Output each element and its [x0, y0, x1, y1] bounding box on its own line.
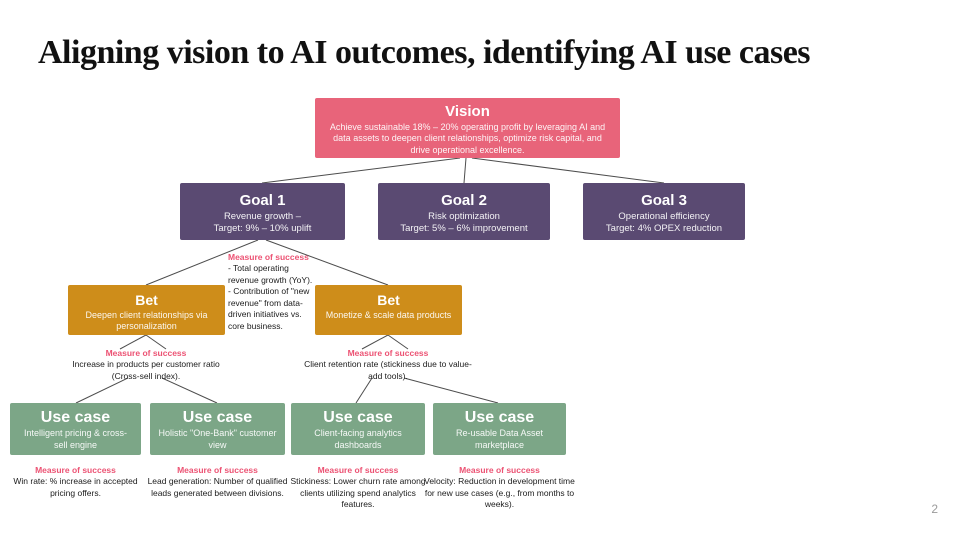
bet-1-title: Bet: [135, 292, 158, 308]
goal-3-title: Goal 3: [641, 192, 687, 209]
use-case-2-measure-of-success: Measure of success Lead generation: Numb…: [142, 465, 293, 499]
vision-box: Vision Achieve sustainable 18% – 20% ope…: [315, 98, 620, 158]
connector-line: [161, 377, 218, 404]
connector-line: [119, 334, 147, 350]
use-case-3-body: Client-facing analytics dashboards: [314, 428, 402, 450]
use-case-2-title: Use case: [182, 409, 253, 426]
bet-2-title: Bet: [377, 292, 400, 308]
connector-line: [355, 377, 373, 404]
bet-1-measure-of-success: Measure of success Increase in products …: [58, 348, 234, 382]
goal-2-box: Goal 2 Risk optimization Target: 5% – 6%…: [378, 183, 550, 240]
connector-line: [265, 239, 389, 286]
goal-2-body: Risk optimization Target: 5% – 6% improv…: [400, 210, 528, 235]
use-case-3-box: Use case Client-facing analytics dashboa…: [291, 403, 425, 455]
connector-line: [261, 157, 461, 184]
measure-body: Win rate: % increase in accepted pricing…: [13, 476, 138, 498]
measure-body: Stickiness: Lower churn rate among clien…: [290, 476, 426, 510]
goal-3-box: Goal 3 Operational efficiency Target: 4%…: [583, 183, 745, 240]
connector-line: [387, 334, 409, 350]
use-case-3-measure-of-success: Measure of success Stickiness: Lower chu…: [284, 465, 432, 511]
use-case-2-body: Holistic "One-Bank" customer view: [158, 428, 277, 450]
bet-1-body: Deepen client relationships via personal…: [85, 309, 208, 332]
measure-label: Measure of success: [35, 465, 116, 475]
measure-label: Measure of success: [459, 465, 540, 475]
connector-line: [463, 157, 467, 184]
use-case-2-box: Use case Holistic "One-Bank" customer vi…: [150, 403, 285, 455]
use-case-1-box: Use case Intelligent pricing & cross-sel…: [10, 403, 141, 455]
connector-line: [471, 157, 665, 184]
bet-2-body: Monetize & scale data products: [325, 309, 452, 320]
use-case-4-body: Re-usable Data Asset marketplace: [455, 428, 544, 450]
goal-2-title: Goal 2: [441, 192, 487, 209]
measure-body: Client retention rate (stickiness due to…: [304, 359, 472, 381]
measure-label: Measure of success: [228, 252, 309, 262]
goal-3-body: Operational efficiency Target: 4% OPEX r…: [605, 210, 723, 235]
measure-body: Lead generation: Number of qualified lea…: [147, 476, 288, 498]
connector-line: [403, 377, 499, 404]
measure-body: Velocity: Reduction in development time …: [424, 476, 575, 510]
connector-line: [145, 334, 167, 350]
use-case-3-title: Use case: [323, 409, 393, 426]
bet-2-measure-of-success: Measure of success Client retention rate…: [300, 348, 476, 382]
use-case-1-title: Use case: [40, 409, 111, 426]
use-case-4-box: Use case Re-usable Data Asset marketplac…: [433, 403, 566, 455]
page-number: 2: [931, 502, 938, 516]
goal-1-box: Goal 1 Revenue growth – Target: 9% – 10%…: [180, 183, 345, 240]
use-case-1-body: Intelligent pricing & cross-sell engine: [23, 428, 128, 450]
measure-body: - Total operating revenue growth (YoY). …: [228, 263, 313, 331]
vision-body: Achieve sustainable 18% – 20% operating …: [329, 121, 606, 156]
bet-1-box: Bet Deepen client relationships via pers…: [68, 285, 225, 335]
measure-label: Measure of success: [347, 348, 429, 358]
connector-line: [145, 239, 259, 286]
measure-label: Measure of success: [105, 348, 187, 358]
goal-1-title: Goal 1: [239, 192, 286, 209]
goal-1-body: Revenue growth – Target: 9% – 10% uplift: [213, 210, 312, 235]
connector-line: [361, 334, 389, 350]
use-case-4-measure-of-success: Measure of success Velocity: Reduction i…: [422, 465, 577, 511]
slide-title: Aligning vision to AI outcomes, identify…: [38, 34, 811, 71]
bet-2-box: Bet Monetize & scale data products: [315, 285, 462, 335]
measure-label: Measure of success: [317, 465, 399, 475]
connector-line: [75, 377, 129, 404]
vision-title: Vision: [445, 103, 490, 120]
measure-label: Measure of success: [177, 465, 258, 475]
goal-measure-of-success: Measure of success - Total operating rev…: [228, 252, 316, 332]
use-case-4-title: Use case: [464, 409, 535, 426]
measure-body: Increase in products per customer ratio …: [72, 359, 220, 381]
use-case-1-measure-of-success: Measure of success Win rate: % increase …: [2, 465, 149, 499]
